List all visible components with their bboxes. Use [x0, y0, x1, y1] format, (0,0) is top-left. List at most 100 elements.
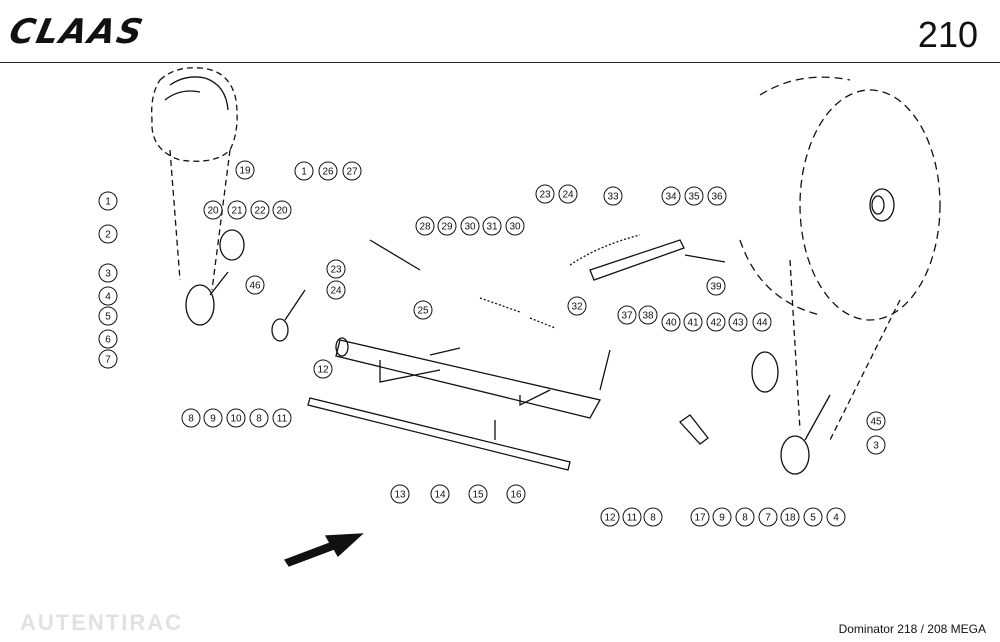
callout-circle [600, 507, 620, 527]
callout-circle [227, 200, 247, 220]
callout-3: 3 [866, 435, 886, 455]
callout-34: 34 [661, 186, 681, 206]
callout-label: 4 [833, 513, 839, 524]
callout-label: 26 [322, 167, 334, 178]
callout-circle [181, 408, 201, 428]
callout-label: 44 [756, 318, 768, 329]
callout-label: 27 [346, 167, 358, 178]
callout-4: 4 [826, 507, 846, 527]
callout-32: 32 [567, 296, 587, 316]
callout-label: 10 [230, 414, 242, 425]
callout-circle [622, 507, 642, 527]
callout-label: 12 [604, 513, 616, 524]
callout-circle [690, 507, 710, 527]
callout-label: 3 [873, 441, 879, 452]
callout-11: 11 [622, 507, 642, 527]
callout-circle [250, 200, 270, 220]
callout-7: 7 [758, 507, 778, 527]
callout-circle [728, 312, 748, 332]
callout-label: 2 [105, 230, 111, 241]
callout-label: 28 [419, 222, 431, 233]
callout-3: 3 [98, 263, 118, 283]
callout-circle [661, 312, 681, 332]
callout-5: 5 [803, 507, 823, 527]
callout-label: 5 [105, 312, 111, 323]
callout-circle [272, 408, 292, 428]
callout-circle [684, 186, 704, 206]
callout-label: 24 [330, 286, 342, 297]
callout-12: 12 [600, 507, 620, 527]
callout-circle [752, 312, 772, 332]
callout-27: 27 [342, 161, 362, 181]
callout-circle [638, 305, 658, 325]
callout-43: 43 [728, 312, 748, 332]
callout-circle [803, 507, 823, 527]
callout-circle [235, 160, 255, 180]
callout-circle [98, 329, 118, 349]
callout-40: 40 [661, 312, 681, 332]
callout-26: 26 [318, 161, 338, 181]
callout-label: 3 [105, 269, 111, 280]
callout-circle [326, 259, 346, 279]
callout-circle [413, 300, 433, 320]
callout-label: 35 [688, 192, 700, 203]
callout-1: 1 [98, 191, 118, 211]
callout-label: 17 [694, 513, 706, 524]
callout-circle [826, 507, 846, 527]
callout-9: 9 [203, 408, 223, 428]
callout-31: 31 [482, 216, 502, 236]
callout-label: 20 [207, 206, 219, 217]
callout-circle [866, 435, 886, 455]
callout-circle [567, 296, 587, 316]
callout-14: 14 [430, 484, 450, 504]
callout-46: 46 [245, 275, 265, 295]
callout-label: 20 [276, 206, 288, 217]
callout-7: 7 [98, 349, 118, 369]
callout-label: 38 [642, 311, 654, 322]
callout-label: 14 [434, 490, 446, 501]
callout-label: 22 [254, 206, 266, 217]
callout-label: 4 [105, 292, 111, 303]
callout-circle [98, 349, 118, 369]
callout-circle [712, 507, 732, 527]
callout-label: 9 [719, 513, 725, 524]
callout-8: 8 [181, 408, 201, 428]
callout-9: 9 [712, 507, 732, 527]
callout-8: 8 [249, 408, 269, 428]
callout-21: 21 [227, 200, 247, 220]
callout-15: 15 [468, 484, 488, 504]
callout-label: 43 [732, 318, 744, 329]
callout-23: 23 [326, 259, 346, 279]
callout-16: 16 [506, 484, 526, 504]
callout-35: 35 [684, 186, 704, 206]
callout-circle [326, 280, 346, 300]
callout-33: 33 [603, 186, 623, 206]
callout-label: 39 [710, 282, 722, 293]
callout-circle [780, 507, 800, 527]
callout-44: 44 [752, 312, 772, 332]
callout-circle [430, 484, 450, 504]
callout-label: 21 [231, 206, 243, 217]
callout-label: 13 [394, 490, 406, 501]
callout-24: 24 [558, 184, 578, 204]
callout-label: 7 [765, 513, 771, 524]
callout-label: 31 [486, 222, 498, 233]
callout-circle [617, 305, 637, 325]
callout-17: 17 [690, 507, 710, 527]
callout-24: 24 [326, 280, 346, 300]
callout-label: 25 [417, 306, 429, 317]
callout-circle [272, 200, 292, 220]
callout-label: 23 [539, 190, 551, 201]
callout-circle [98, 286, 118, 306]
callout-label: 46 [249, 281, 261, 292]
callout-circle [535, 184, 555, 204]
page-number: 210 [917, 14, 978, 55]
callout-label: 16 [510, 490, 522, 501]
callout-label: 8 [742, 513, 748, 524]
callout-label: 37 [621, 311, 633, 322]
callout-label: 41 [687, 318, 699, 329]
model-label: Dominator 218 / 208 MEGA [838, 622, 986, 636]
callout-circle [249, 408, 269, 428]
